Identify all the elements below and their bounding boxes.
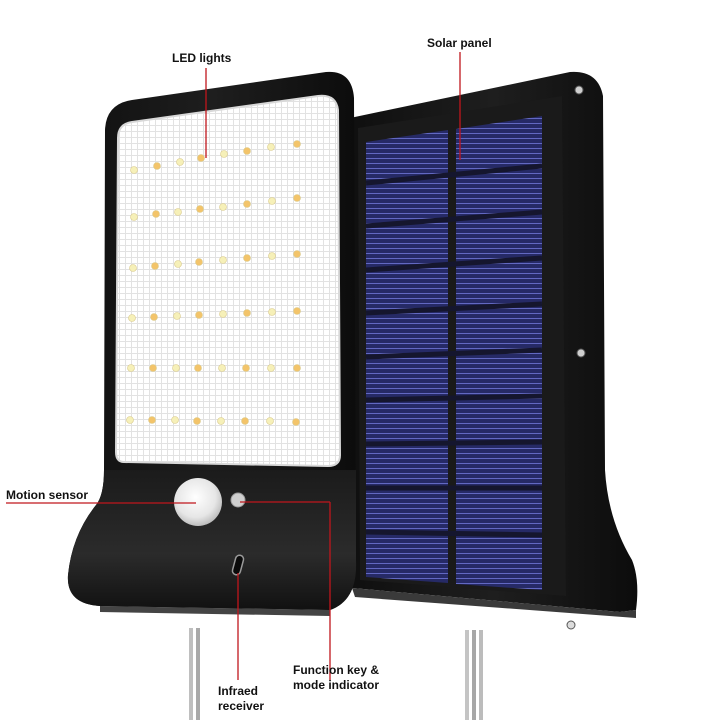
- led-light-unit: [67, 71, 357, 616]
- motion-sensor-lens: [174, 478, 222, 526]
- infrared-receiver-slot: [231, 554, 245, 576]
- solar-cells: [365, 116, 543, 590]
- callout-motion-sensor: Motion sensor: [6, 488, 89, 502]
- callout-function-key-line1: Function key &: [293, 663, 380, 677]
- mounting-stakes: [189, 628, 483, 720]
- leader-lines: [6, 52, 461, 680]
- callout-infrared-receiver-line1: Infraed: [218, 684, 259, 698]
- function-key-button: [230, 492, 246, 508]
- screw-icon: [576, 348, 586, 358]
- callout-function-key-line2: mode indicator: [293, 678, 380, 692]
- callout-infrared-receiver: Infraed receiver: [218, 684, 264, 714]
- screw-icon: [574, 85, 584, 95]
- screw-icon: [566, 620, 576, 630]
- callout-solar-panel: Solar panel: [427, 36, 492, 50]
- callout-function-key: Function key & mode indicator: [293, 663, 379, 693]
- solar-panel-unit: [350, 71, 638, 630]
- callout-infrared-receiver-line2: receiver: [218, 699, 265, 713]
- callout-led-lights: LED lights: [172, 51, 232, 65]
- led-array: [126, 140, 301, 426]
